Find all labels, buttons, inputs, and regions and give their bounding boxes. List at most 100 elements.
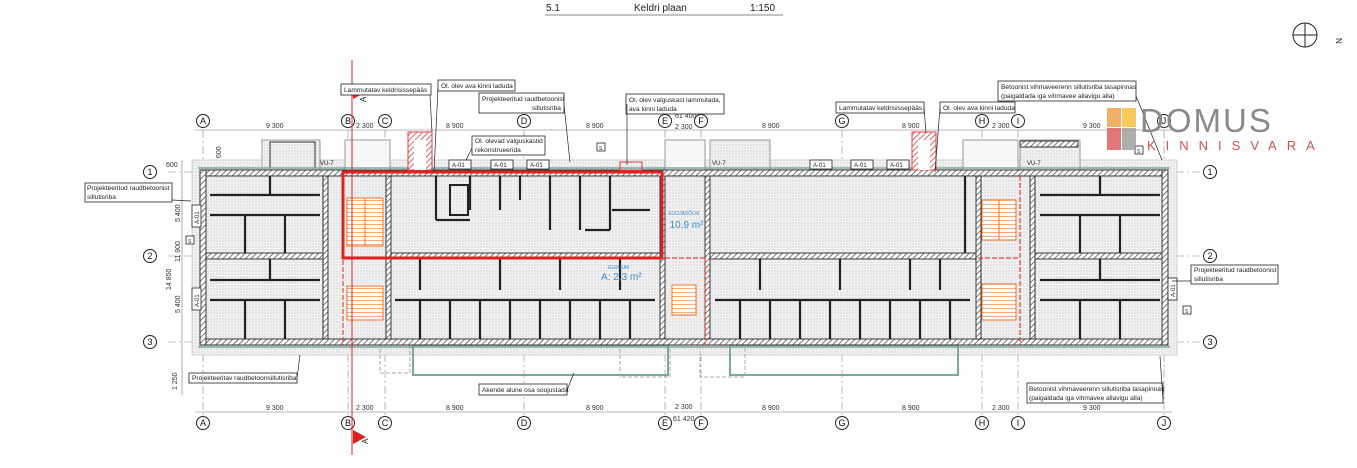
svg-text:9 300: 9 300 xyxy=(1083,123,1101,130)
svg-text:A: A xyxy=(200,418,206,428)
svg-text:D: D xyxy=(521,418,528,428)
section-marker-top: A xyxy=(359,96,368,102)
callout-rain-gutter-bottom: Betoonist vihmaveerenn sillutisriba tasa… xyxy=(1026,355,1165,404)
svg-text:: 10,9 m²: : 10,9 m² xyxy=(664,220,704,231)
svg-text:8 900: 8 900 xyxy=(902,405,920,412)
svg-text:SOOJASÕLM: SOOJASÕLM xyxy=(668,210,699,217)
svg-text:5 400: 5 400 xyxy=(175,295,182,313)
svg-text:F: F xyxy=(698,418,704,428)
svg-text:ELRUUM: ELRUUM xyxy=(608,265,629,271)
axis-bubble-H: H xyxy=(975,114,989,128)
title-name: Keldri plaan xyxy=(634,3,687,14)
svg-text:VU-7: VU-7 xyxy=(1027,161,1041,167)
north-label: N xyxy=(1334,38,1343,44)
svg-text:A: A xyxy=(200,116,206,126)
svg-text:2: 2 xyxy=(1207,251,1212,261)
callout-paving-strip-top: Projekteeritud raudbetoonist sillutisriba xyxy=(478,92,571,163)
title-scale: 1:150 xyxy=(750,3,775,14)
svg-text:Betoonist vihmaveerenn silluti: Betoonist vihmaveerenn sillutisriba tasa… xyxy=(1029,386,1165,393)
svg-text:A-01: A-01 xyxy=(530,163,543,169)
axis-bubble-F: F xyxy=(694,114,708,128)
axis-bubble-C: C xyxy=(378,416,392,430)
domus-logo xyxy=(1107,108,1136,150)
svg-text:Ol. olev ava kinni laduda: Ol. olev ava kinni laduda xyxy=(441,83,513,90)
svg-text:A-01: A-01 xyxy=(854,163,867,169)
svg-text:2 300: 2 300 xyxy=(992,405,1010,412)
svg-text:S: S xyxy=(599,146,603,152)
svg-text:11 900: 11 900 xyxy=(175,241,182,262)
svg-text:(paigaldada iga vihmavee allav: (paigaldada iga vihmavee allavigu alla) xyxy=(1029,395,1143,402)
svg-text:(paigaldada iga vihmavee allav: (paigaldada iga vihmavee allavigu alla) xyxy=(1001,93,1115,100)
svg-text:3: 3 xyxy=(1207,337,1212,347)
svg-text:61 420: 61 420 xyxy=(673,416,695,423)
svg-text:8 900: 8 900 xyxy=(762,123,780,130)
svg-text:S: S xyxy=(1137,149,1141,155)
axis-bubble-E: E xyxy=(658,416,672,430)
svg-text:5 400: 5 400 xyxy=(175,204,182,222)
svg-text:8 900: 8 900 xyxy=(586,405,604,412)
svg-text:sillutisriba: sillutisriba xyxy=(87,194,116,201)
svg-text:8 900: 8 900 xyxy=(446,123,464,130)
axis-bubble-J: J xyxy=(1157,416,1171,430)
svg-text:9 300: 9 300 xyxy=(1083,405,1101,412)
paving-strip xyxy=(191,159,1178,356)
svg-text:E: E xyxy=(662,116,668,126)
svg-text:1: 1 xyxy=(147,167,152,177)
svg-text:Projekteeritud raudbetoonist: Projekteeritud raudbetoonist xyxy=(482,96,565,103)
svg-text:A-01: A-01 xyxy=(1171,284,1177,297)
callout-close-opening-right: Ol. olev ava kinni laduda xyxy=(934,101,1016,173)
axis-bubble-row-3: 3 xyxy=(1203,335,1217,349)
axis-bubble-I: I xyxy=(1011,416,1025,430)
axis-bubble-row-3: 3 xyxy=(143,335,157,349)
svg-text:C: C xyxy=(382,116,389,126)
svg-text:B: B xyxy=(345,418,351,428)
svg-text:J: J xyxy=(1162,116,1167,126)
svg-text:A-01: A-01 xyxy=(813,163,826,169)
svg-text:2 300: 2 300 xyxy=(356,405,374,412)
svg-text:H: H xyxy=(979,418,986,428)
svg-text:J: J xyxy=(1162,418,1167,428)
svg-text:Ol. olevad valguskastid: Ol. olevad valguskastid xyxy=(475,138,543,145)
axis-bubble-G: G xyxy=(835,114,849,128)
svg-text:1 250: 1 250 xyxy=(172,372,179,390)
svg-text:D: D xyxy=(521,116,528,126)
svg-text:S: S xyxy=(188,239,192,245)
svg-text:G: G xyxy=(838,116,845,126)
svg-text:sillutisriba: sillutisriba xyxy=(532,105,561,112)
drawing-title: 5.1 Keldri plaan 1:150 xyxy=(545,3,783,16)
svg-text:8 900: 8 900 xyxy=(446,405,464,412)
stair-entrance-left xyxy=(261,139,321,171)
svg-text:sillutisriba: sillutisriba xyxy=(1194,276,1223,283)
svg-text:A-01: A-01 xyxy=(195,294,201,307)
title-number: 5.1 xyxy=(546,3,560,14)
svg-text:9 300: 9 300 xyxy=(266,123,284,130)
svg-text:Lammutatav keldrisissepääs: Lammutatav keldrisissepääs xyxy=(839,105,923,112)
top-dimensions: 9 300 2 300 8 900 8 900 2 300 61 400 8 9… xyxy=(266,113,1101,131)
svg-text:14 850: 14 850 xyxy=(166,268,173,290)
svg-text:ava kinni laduda: ava kinni laduda xyxy=(629,106,677,113)
svg-text:Ol. olev ava kinni laduda: Ol. olev ava kinni laduda xyxy=(943,105,1015,112)
callouts: Lammutatav keldrisissepääs Ol. olev ava … xyxy=(84,79,1279,404)
callout-lightwell-demolish: Ol. olev valguskast lammutada, ava kinni … xyxy=(625,93,725,165)
svg-text:F: F xyxy=(698,116,704,126)
svg-text:Lammutatav keldrisissepääs: Lammutatav keldrisissepääs xyxy=(344,87,428,94)
section-marker-bottom: A xyxy=(361,438,370,444)
svg-text:8 900: 8 900 xyxy=(902,123,920,130)
callout-demolish-entrance-left: Lammutatav keldrisissepääs xyxy=(340,83,433,133)
svg-text:Projekteeritav raudbetoonsillu: Projekteeritav raudbetoonsillutisriba xyxy=(192,375,297,382)
staircases xyxy=(346,197,1017,321)
axis-bubble-D: D xyxy=(517,416,531,430)
axis-bubble-B: B xyxy=(341,416,355,430)
axis-bubble-row-1: 1 xyxy=(143,165,157,179)
svg-text:rekonstrueerida: rekonstrueerida xyxy=(475,147,521,154)
svg-text:A-01: A-01 xyxy=(195,211,201,224)
bottom-dimensions: 9 300 2 300 8 900 8 900 2 300 61 420 8 9… xyxy=(266,404,1101,423)
room-labels: SOOJASÕLM : 10,9 m² ELRUUM A: 2,3 m² xyxy=(601,210,704,283)
svg-text:I: I xyxy=(1017,116,1020,126)
logo-text: DOMUS xyxy=(1140,102,1273,139)
svg-text:H: H xyxy=(979,116,986,126)
svg-text:2 300: 2 300 xyxy=(675,124,693,131)
svg-text:Ol. olev valguskast lammutada,: Ol. olev valguskast lammutada, xyxy=(629,97,721,104)
